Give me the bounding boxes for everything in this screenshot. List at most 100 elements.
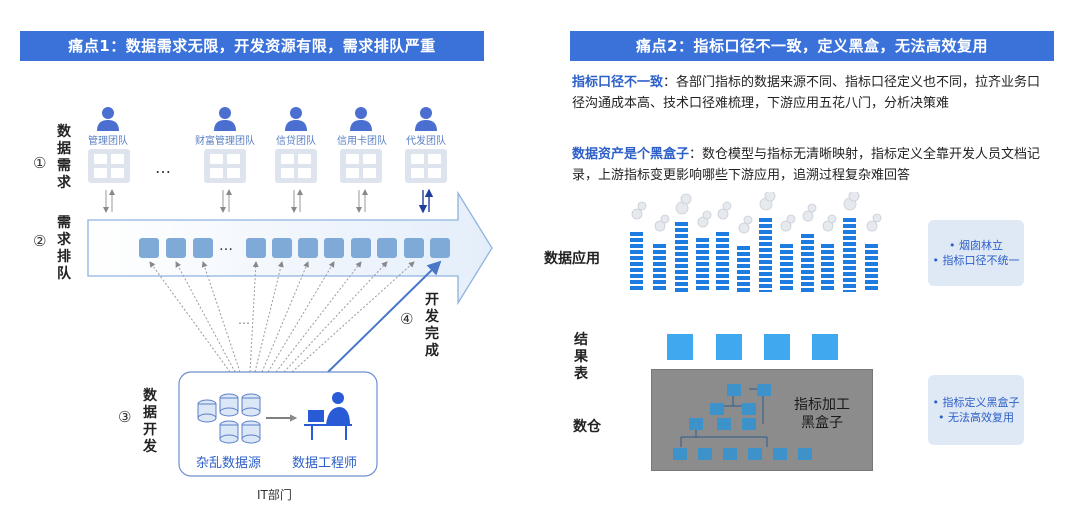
- chimney-segment: [716, 250, 729, 254]
- pain-point-1-text: ：各部门指标的数据来源不同、指标口径定义也不同，拉齐业务口径沟通成本高、技术口径…: [572, 75, 1041, 111]
- chimney-segment: [737, 270, 750, 274]
- chimney-segment: [630, 274, 643, 278]
- queue-item: [377, 238, 397, 258]
- layer-dw-label: 数仓: [573, 419, 601, 435]
- warehouse-node: [742, 418, 756, 430]
- left-banner: 痛点1：数据需求无限，开发资源有限，需求排队严重: [20, 31, 484, 61]
- teams-ellipsis: …: [155, 158, 171, 177]
- chimney-segment: [780, 280, 793, 284]
- chimney-segment: [675, 228, 688, 232]
- warehouse-node: [727, 384, 741, 396]
- team-label: 管理团队: [88, 136, 128, 147]
- queue-item: [298, 238, 318, 258]
- team-label: 信用卡团队: [337, 136, 387, 147]
- chimney-segment: [780, 262, 793, 266]
- chimney-segment: [653, 256, 666, 260]
- chimney-segment: [780, 256, 793, 260]
- chimney-segment: [696, 274, 709, 278]
- chimney-segment: [675, 270, 688, 274]
- result-table-block: [667, 334, 693, 360]
- fan-ellipsis: …: [238, 313, 250, 327]
- chimney-segment: [843, 236, 856, 240]
- chimney-segment: [675, 282, 688, 286]
- chimney-segment: [716, 274, 729, 278]
- chimney-segment: [653, 262, 666, 266]
- chimney-segment: [821, 286, 834, 290]
- chimney-segment: [675, 258, 688, 262]
- chimney-segment: [675, 276, 688, 280]
- chimney-segment: [759, 284, 772, 288]
- note-box-blackbox: • 指标定义黑盒子 • 无法高效复用: [928, 375, 1024, 445]
- chimney-segment: [759, 260, 772, 264]
- chimney-segment: [630, 280, 643, 284]
- chimney-segment: [821, 268, 834, 272]
- chimney-segment: [630, 238, 643, 242]
- chimney-segment: [653, 250, 666, 254]
- queue-item: [404, 238, 424, 258]
- team-app-icon: [88, 149, 130, 183]
- chimney-segment: [653, 280, 666, 284]
- note-box-chimneys: • 烟囱林立 • 指标口径不统一: [928, 220, 1024, 286]
- chimney-segment: [716, 268, 729, 272]
- chimney-segment: [865, 268, 878, 272]
- chimney-segment: [821, 262, 834, 266]
- right-banner: 痛点2：指标口径不一致，定义黑盒，无法高效复用: [570, 31, 1054, 61]
- note-line: • 指标定义黑盒子: [932, 396, 1020, 409]
- chimney-segment: [801, 288, 814, 292]
- chimney-segment: [865, 280, 878, 284]
- chimney-segment: [843, 218, 856, 222]
- chimney-segment: [630, 286, 643, 290]
- chimney-segment: [780, 268, 793, 272]
- chimney-segment: [843, 224, 856, 228]
- chimney-segment: [630, 232, 643, 236]
- chimney-segment: [801, 270, 814, 274]
- result-table-block: [812, 334, 838, 360]
- chimney-segment: [801, 264, 814, 268]
- chimney-segment: [716, 238, 729, 242]
- warehouse-node: [748, 448, 762, 460]
- chimney-segment: [696, 262, 709, 266]
- chimney-segment: [630, 256, 643, 260]
- database-icon: [197, 393, 261, 444]
- chimney-segment: [696, 244, 709, 248]
- step-2-label: 需求排队: [57, 215, 71, 282]
- chimney-segment: [716, 280, 729, 284]
- chimney-segment: [759, 236, 772, 240]
- chimney-segment: [865, 256, 878, 260]
- note-line: • 指标口径不统一: [932, 254, 1020, 267]
- pain-point-1-highlight: 指标口径不一致: [572, 75, 664, 90]
- chimney-segment: [716, 256, 729, 260]
- chimney-segment: [801, 246, 814, 250]
- chimney-segment: [737, 288, 750, 292]
- warehouse-node: [742, 403, 756, 415]
- chimney-segment: [630, 268, 643, 272]
- chimney-segment: [843, 254, 856, 258]
- queue-item: [272, 238, 292, 258]
- chimney-segment: [865, 244, 878, 248]
- chimney-segment: [759, 278, 772, 282]
- chimney-segment: [865, 250, 878, 254]
- chimney-segment: [843, 242, 856, 246]
- warehouse-node: [723, 448, 737, 460]
- dept-label: IT部门: [257, 488, 292, 502]
- chimney-segment: [843, 272, 856, 276]
- team-app-icon: [275, 149, 317, 183]
- pain-point-2-text: ：数仓模型与指标无清晰映射，指标定义全靠开发人员文档记录，上游指标变更影响哪些下…: [572, 147, 1041, 183]
- chimney-segment: [759, 266, 772, 270]
- chimney-segment: [696, 280, 709, 284]
- chimney-segment: [675, 234, 688, 238]
- chimney-segment: [843, 266, 856, 270]
- chimney-stacks-graphic: [630, 192, 882, 292]
- warehouse-node: [773, 448, 787, 460]
- chimney-segment: [737, 258, 750, 262]
- chimney-segment: [696, 256, 709, 260]
- chimney-segment: [737, 246, 750, 250]
- queue-item: [246, 238, 266, 258]
- queue-item: [166, 238, 186, 258]
- chimney-segment: [696, 250, 709, 254]
- chimney-segment: [780, 244, 793, 248]
- chimney-segment: [630, 244, 643, 248]
- result-table-block: [764, 334, 790, 360]
- step-1-number: ①: [33, 154, 47, 172]
- pain-point-paragraph-2: 数据资产是个黑盒子：数仓模型与指标无清晰映射，指标定义全靠开发人员文档记录，上游…: [572, 144, 1042, 186]
